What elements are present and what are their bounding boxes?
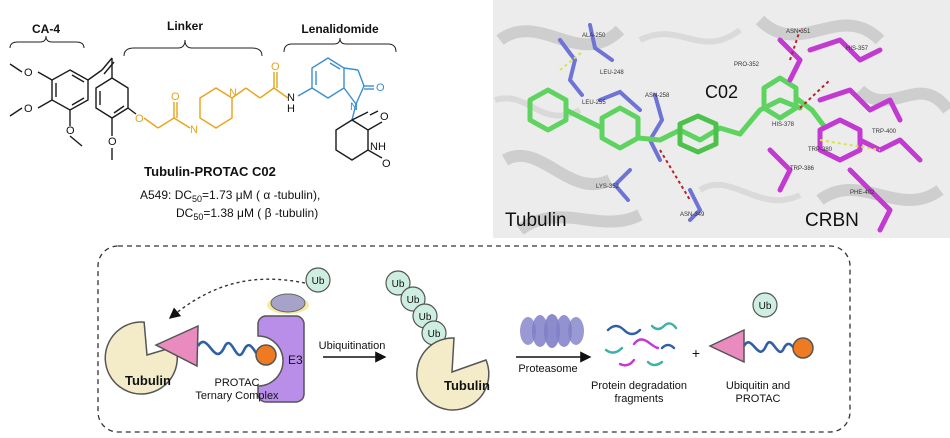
ub-protac-label-2: PROTAC — [735, 393, 780, 405]
svg-text:TRP-380: TRP-380 — [808, 147, 833, 153]
hydrogen-bonds — [659, 29, 831, 201]
svg-text:O: O — [382, 158, 391, 170]
svg-text:TRP-386: TRP-386 — [790, 166, 815, 172]
svg-text:ASN-258: ASN-258 — [645, 93, 670, 99]
tubulin-pacman-2 — [416, 337, 490, 411]
polyubiquitinated-tubulin: Ub Ub Ub Ub Tubulin — [385, 270, 490, 411]
svg-text:O: O — [24, 103, 33, 115]
ub-chain: Ub Ub Ub Ub — [385, 270, 447, 346]
linker-fragment — [143, 72, 289, 129]
glutarimide-fragment — [335, 110, 383, 161]
linker-atoms: O O N N O — [135, 61, 280, 136]
svg-text:PHE-402: PHE-402 — [850, 190, 875, 196]
svg-text:Ub: Ub — [419, 312, 432, 323]
compound-name: Tubulin-PROTAC C02 — [144, 164, 276, 179]
ub-label-recycled: Ub — [759, 301, 772, 312]
amide-nh: N H — [287, 92, 295, 115]
svg-text:N: N — [190, 124, 198, 136]
tubulin-label-2: Tubulin — [444, 378, 490, 393]
ub-protac-label-1: Ubiquitin and — [726, 380, 790, 392]
ligand-circle — [255, 344, 277, 366]
svg-text:N: N — [229, 87, 237, 99]
c02-label: C02 — [705, 82, 738, 102]
proteasome-step: Proteasome — [516, 314, 592, 375]
lenalidomide-bracket: Lenalidomide — [283, 22, 397, 53]
svg-text:O: O — [135, 113, 144, 125]
activity-line-2: DC50=1.38 μM ( β -tubulin) — [176, 206, 318, 222]
svg-text:HIS-357: HIS-357 — [846, 46, 869, 52]
e2-ellipse — [270, 293, 306, 313]
svg-text:NH: NH — [370, 141, 386, 153]
tubulin-label: Tubulin — [505, 210, 567, 231]
e3-ligase — [257, 315, 305, 403]
proteasome-label: Proteasome — [518, 363, 577, 375]
svg-text:H: H — [287, 103, 295, 115]
residue-labels: ALA-250 LEU-248 LEU-255 ASN-258 LYS-352 … — [582, 29, 897, 218]
svg-text:LEU-255: LEU-255 — [582, 100, 606, 106]
svg-text:O: O — [271, 61, 280, 73]
ternary-complex: Tubulin E3 Ub PROTAC Ternary Complex — [104, 267, 331, 403]
recycled-products: Ub Ubiquitin and PROTAC — [708, 292, 814, 405]
svg-text:ASN-349: ASN-349 — [680, 212, 705, 218]
ternary-label-2: Ternary Complex — [195, 390, 279, 402]
svg-text:PRO-352: PRO-352 — [734, 62, 760, 68]
svg-text:Ub: Ub — [392, 279, 405, 290]
tubulin-pacman — [104, 321, 178, 395]
glutarimide-atoms: O NH O — [370, 111, 391, 170]
tubulin-label-1: Tubulin — [125, 373, 171, 388]
svg-text:LEU-248: LEU-248 — [600, 70, 624, 76]
chemical-structure-panel: CA-4 Linker Lenalidomide — [9, 19, 397, 222]
crbn-label: CRBN — [805, 210, 859, 231]
ternary-label-1: PROTAC — [214, 377, 259, 389]
svg-text:Ub: Ub — [407, 295, 420, 306]
ubiquitination-label: Ubiquitination — [319, 340, 386, 352]
ub-label: Ub — [312, 276, 325, 287]
svg-text:ASN-351: ASN-351 — [786, 29, 811, 35]
svg-text:LYS-352: LYS-352 — [596, 184, 620, 190]
lenalidomide-n: N — [350, 101, 358, 113]
c02-ligand — [527, 75, 827, 155]
svg-text:Ub: Ub — [428, 329, 441, 340]
e3-label: E3 — [288, 353, 303, 367]
plus-sign: + — [692, 345, 700, 361]
fragments-label-1: Protein degradation — [591, 380, 687, 392]
proteasome-barrel — [520, 314, 584, 348]
protac-linker-wave — [196, 340, 259, 357]
svg-text:O: O — [171, 91, 180, 103]
lenalidomide-label: Lenalidomide — [301, 22, 379, 36]
ubiquitination-step: Ubiquitination — [319, 340, 387, 363]
svg-text:TRP-400: TRP-400 — [872, 129, 897, 135]
mechanism-panel: Tubulin E3 Ub PROTAC Ternary Complex Ubi… — [97, 245, 851, 433]
lenalidomide-carbonyl-o: O — [376, 82, 385, 94]
ca4-atoms: O O O O — [24, 67, 117, 148]
ca4-bracket: CA-4 — [9, 22, 85, 49]
docking-panel: ALA-250 LEU-248 LEU-255 ASN-258 LYS-352 … — [493, 0, 950, 238]
svg-text:O: O — [24, 67, 33, 79]
svg-text:ALA-250: ALA-250 — [582, 33, 606, 39]
svg-text:O: O — [66, 125, 75, 137]
ca4-fragment — [9, 57, 137, 160]
ca4-label: CA-4 — [32, 22, 60, 36]
svg-text:O: O — [380, 111, 389, 123]
protac-triangle — [154, 324, 199, 368]
linker-bracket: Linker — [123, 19, 263, 57]
linker-label: Linker — [167, 19, 203, 33]
mechanism-border — [97, 245, 851, 433]
ub-circle — [305, 267, 331, 293]
lenalidomide-fragment — [297, 57, 374, 121]
svg-text:N: N — [287, 92, 295, 104]
protac-triangle-recycled — [708, 328, 745, 364]
fragments-label-2: fragments — [615, 393, 664, 405]
crbn-residues — [767, 37, 923, 233]
degradation-fragments — [604, 322, 678, 367]
tubulin-residues — [558, 23, 703, 222]
ub-transfer-arrow — [168, 278, 306, 319]
svg-text:O: O — [108, 136, 117, 148]
svg-text:HIS-378: HIS-378 — [772, 122, 795, 128]
activity-line-1: A549: DC50=1.73 μM ( α -tubulin), — [140, 188, 320, 204]
